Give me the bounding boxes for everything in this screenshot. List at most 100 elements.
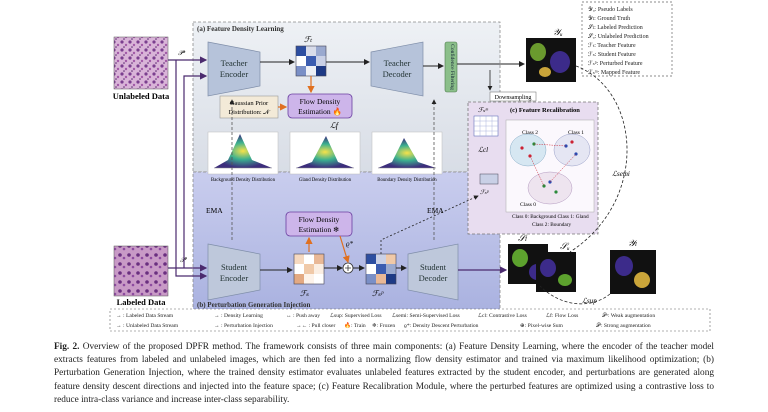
arrow-labeled-to-teacher [183, 72, 208, 268]
plot2-caption: Gland Density Distribution [299, 178, 352, 183]
fdl-title: (a) Feature Density Learning [197, 25, 284, 33]
class2-cluster [509, 133, 547, 167]
sup-loss-label: ℒsup [582, 297, 597, 305]
svg-text:Flow Density: Flow Density [300, 97, 341, 106]
plot3-caption: Boundary Density Distribution [377, 178, 437, 183]
class0-text: Class 0 [520, 202, 536, 208]
student-decoder [407, 243, 459, 301]
perturbed-feature-label: ℱₛᵖ [372, 289, 384, 298]
legend-line-5: ℱₜ: Teacher Feature [588, 42, 636, 49]
cluster-points [520, 140, 578, 194]
svg-text:Teacher: Teacher [221, 58, 248, 68]
student-encoder [207, 243, 261, 301]
legend-bottom-16: 𝒫ˡ: Strong augmentation [596, 323, 651, 329]
legend-line-3: 𝒮ₗ: Labeled Prediction [588, 24, 643, 31]
flow-density-bottom-box [285, 211, 353, 237]
class-legend-2: Class 2: Boundary [532, 222, 571, 228]
plot1-caption: Background Density Distribution [211, 178, 276, 183]
notation-legend-box [581, 1, 673, 77]
pgi-title: (b) Perturbation Generation Injection [197, 301, 310, 309]
downsampling-box [489, 91, 537, 102]
arrow-gt-to-sup [539, 285, 611, 305]
legend-line-6: ℱₛ: Student Feature [588, 51, 636, 58]
density-plot-background [207, 131, 279, 175]
s-u-symbol: 𝒮ᵤ [560, 241, 570, 251]
caption-label: Fig. 2. [54, 342, 80, 352]
svg-text:𝒴ᵤ: Pseudo Labels 𝒴ₗ: Gr: 𝒴ᵤ: Pseudo Labels 𝒴ₗ: Ground Truth 𝒮ₗ: L… [588, 6, 650, 76]
class2-text: Class 2 [522, 130, 538, 136]
downsampling-label: Downsampling [495, 95, 532, 101]
legend-bottom-10: → : Perturbation Injection [214, 323, 273, 329]
teacher-encoder [207, 41, 261, 97]
confidence-filtering-box [444, 41, 458, 93]
class1-cluster [553, 133, 591, 167]
arrow-pseudo-to-semi [569, 65, 628, 253]
legend-bottom-9: → : Unlabeled Data Stream [116, 323, 179, 329]
ema-right-label: EMA [427, 206, 444, 215]
svg-text:Flow Density: Flow Density [299, 215, 340, 224]
legend-bottom-14: ϱ*: Density Descent Perturbation [404, 323, 479, 329]
pseudo-label-symbol: 𝒴ᵤ [553, 27, 563, 37]
legend-line-2: 𝒴ₗ: Ground Truth [588, 15, 630, 22]
dpfr-figure: Unlabeled Data Labeled Data (a) Feature … [109, 1, 711, 332]
mapped-feature-grid [473, 115, 499, 137]
svg-text:Student: Student [221, 262, 248, 272]
caption-text: Overview of the proposed DPFR method. Th… [54, 342, 714, 405]
svg-text:ℱₛᵖ: ℱₛᵖ [480, 189, 489, 196]
flow-loss-label: ℒf [330, 121, 340, 130]
bottom-legend [109, 308, 711, 332]
pu-label: 𝒫ᵘ [178, 49, 186, 57]
svg-text:Distribution: 𝒩: Distribution: 𝒩 [228, 109, 271, 116]
svg-text:→ : Labeled Data Stream →: → : Labeled Data Stream → : Density Lear… [116, 312, 657, 329]
legend-bottom-3: ↔ : Push away [286, 313, 320, 319]
svg-text:Decoder: Decoder [419, 273, 448, 283]
contrastive-loss-label: ℒcl [478, 146, 488, 154]
legend-line-4: 𝒮ᵤ: Unlabeled Prediction [588, 33, 649, 40]
mapped-feature-label: ℱₛᵐ [478, 107, 488, 114]
student-feature-label: ℱₛ [300, 289, 309, 298]
labeled-data-label: Labeled Data [117, 297, 167, 307]
legend-bottom-7: ℒf: Flow Loss [546, 312, 578, 319]
legend-bottom-8: 𝒫ᵘ: Weak augmentation [602, 313, 655, 319]
class0-cluster [527, 171, 573, 205]
svg-text:Teacher: Teacher [384, 58, 411, 68]
confidence-filtering-label: Confidence Filtering [449, 44, 456, 90]
teacher-feature-cube [295, 45, 327, 77]
density-plot-boundary [371, 131, 443, 175]
y-l-symbol: 𝒴ₗ [628, 238, 638, 248]
svg-text:Decoder: Decoder [383, 69, 412, 79]
svg-text:Encoder: Encoder [220, 273, 248, 283]
class-legend-1: Class 0: Background Class 1: Gland [512, 214, 589, 220]
legend-bottom-13: ❄: Frozen [372, 322, 395, 329]
fr-title: (c) Feature Recalibration [510, 107, 580, 114]
legend-bottom-11: →← : Pull closer [296, 323, 335, 329]
legend-line-8: ℱₛᵐ: Mapped Feature [588, 69, 640, 76]
ema-left-label: EMA [206, 206, 223, 215]
unlabeled-image [113, 36, 169, 90]
legend-bottom-6: ℒcl: Contrastive Loss [478, 312, 527, 319]
flow-density-top-box [287, 93, 353, 119]
legend-bottom-15: ⊕: Pixel-wise Sum [520, 323, 564, 329]
labeled-image [113, 245, 169, 297]
svg-text:Student: Student [420, 262, 447, 272]
perturbed-feature-cube [365, 253, 397, 285]
teacher-decoder [370, 41, 424, 97]
s-l-symbol: 𝒮ₗ [518, 233, 528, 243]
legend-bottom-4: ℒsup: Supervised Loss [330, 312, 382, 319]
svg-text:Estimation ❄: Estimation ❄ [299, 225, 340, 234]
class1-text: Class 1 [568, 130, 584, 136]
legend-bottom-5: ℒsemi: Semi-Supervised Loss [392, 312, 460, 319]
student-feature-cube [293, 253, 325, 285]
semi-loss-label: ℒsemi [612, 170, 630, 178]
arrow-fsp-to-recal [380, 195, 479, 254]
svg-text:Gaussian Prior: Gaussian Prior [230, 100, 269, 107]
arrow-unlabeled-to-student [175, 60, 208, 280]
density-plot-gland [289, 131, 361, 175]
legend-line-1: 𝒴ᵤ: Pseudo Labels [588, 6, 633, 13]
legend-line-7: ℱₛᵖ: Perturbed Feature [588, 60, 643, 67]
teacher-feature-label: ℱₜ [304, 35, 312, 44]
figure-caption: Fig. 2. Overview of the proposed DPFR me… [54, 341, 714, 407]
arrow-flowb-to-sum [339, 235, 350, 264]
legend-bottom-12: 🔥: Train [344, 321, 366, 329]
svg-text:Estimation 🔥: Estimation 🔥 [298, 107, 342, 116]
